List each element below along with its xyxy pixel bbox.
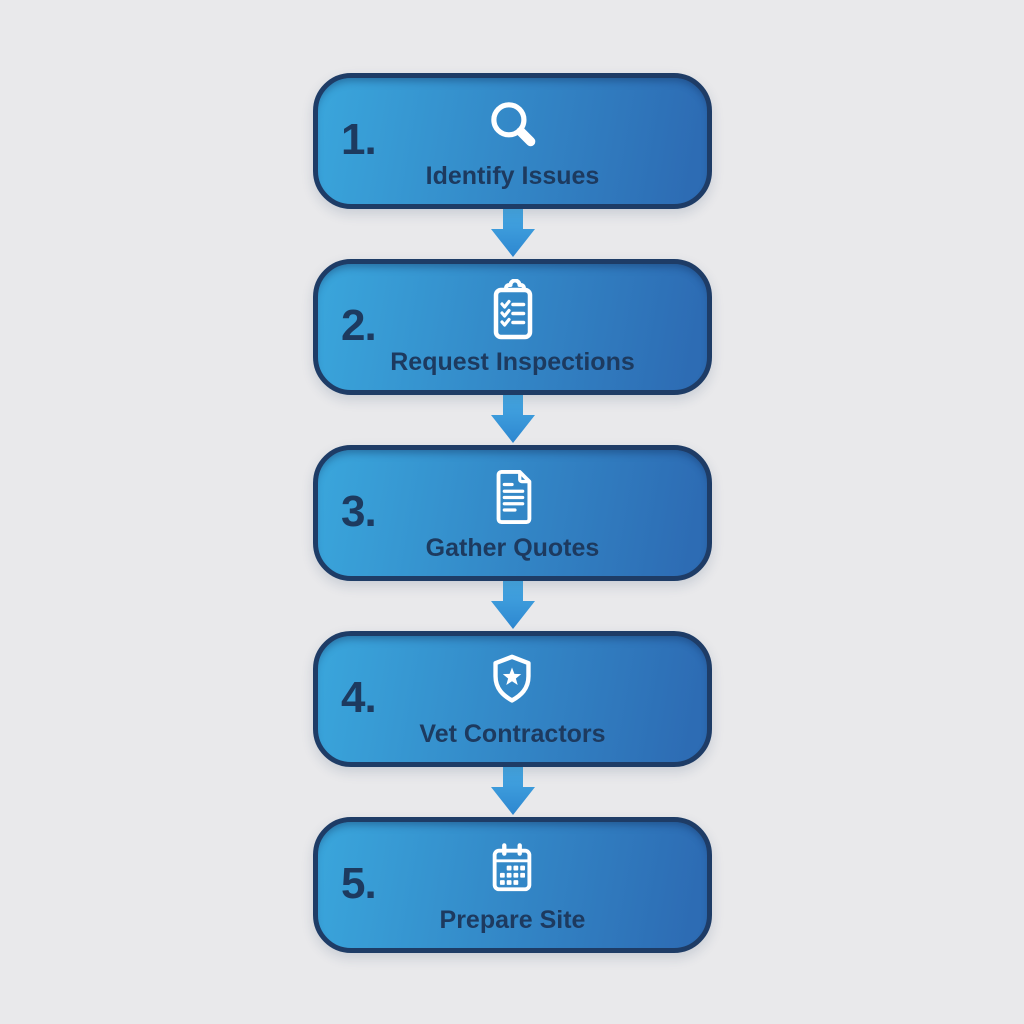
step-3-content: Gather Quotes [425,463,600,563]
clipboard-checklist-icon [485,279,541,343]
step-1-content: Identify Issues [425,91,600,191]
step-5-number: 5. [341,859,377,908]
arrow-down-icon [485,395,541,445]
arrow-down-icon [485,209,541,259]
arrow-down-icon [485,767,541,817]
calendar-icon [485,837,539,901]
step-1-number: 1. [341,115,377,164]
step-5-label: Prepare Site [439,906,586,934]
step-3-label: Gather Quotes [425,534,600,562]
step-5-content: Prepare Site [439,835,586,935]
step-1-label: Identify Issues [425,162,600,190]
magnifier-icon [483,93,541,157]
step-1-box: 1. Identify Issues [313,73,712,209]
flow-column: 1. Identify Issues [313,73,712,953]
arrow-down-icon [485,581,541,631]
step-4-content: Vet Contractors [419,649,606,749]
step-3-number: 3. [341,487,377,536]
step-5-box: 5. [313,817,712,953]
step-2-label: Request Inspections [390,348,635,376]
document-icon [486,465,540,529]
step-2-content: Request Inspections [390,277,635,377]
step-4-label: Vet Contractors [419,720,606,748]
step-2-box: 2. Request Inspections [313,259,712,395]
step-4-box: 4. Vet Contractors [313,631,712,767]
step-2-number: 2. [341,301,377,350]
shield-star-icon [484,651,540,715]
step-4-number: 4. [341,673,377,722]
step-3-box: 3. Gather Quotes [313,445,712,581]
